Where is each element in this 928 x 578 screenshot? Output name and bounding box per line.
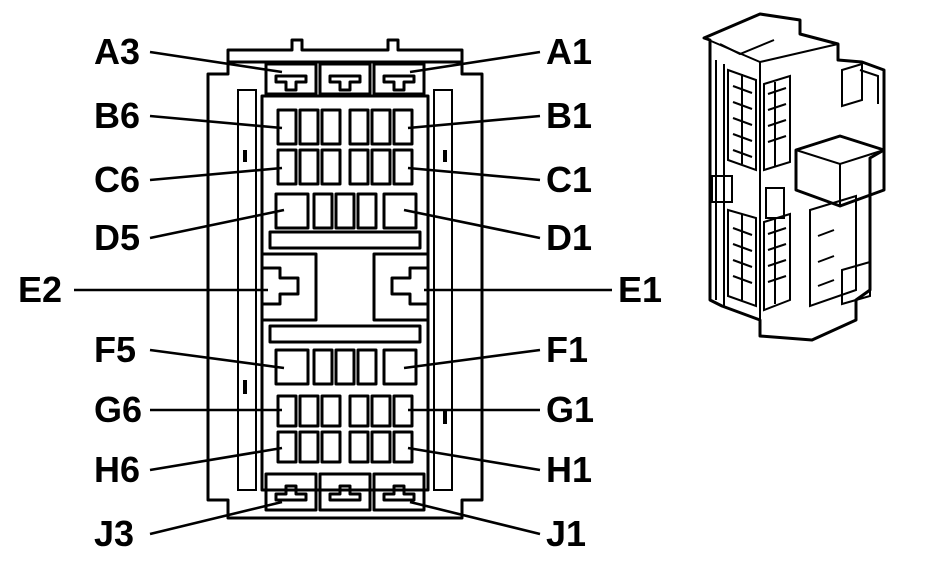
connector-isometric-view: [702, 12, 886, 342]
lower-pin-grid: [727, 208, 791, 312]
label-b6: B6: [94, 95, 140, 136]
label-e1: E1: [618, 269, 662, 310]
row-h-terminals: [276, 430, 414, 464]
label-h1: H1: [546, 449, 592, 490]
pin-labels: A3 A1 B6 B1 C6 C1 D5 D1 E2 E1 F5 F1 G6 G…: [18, 31, 662, 554]
row-f-terminals: [274, 348, 418, 386]
right-rail-slot: [443, 150, 447, 162]
label-c6: C6: [94, 159, 140, 200]
upper-pin-grid: [727, 68, 791, 172]
right-rail-slot: [443, 410, 447, 424]
label-j3: J3: [94, 513, 134, 554]
latch-block: [711, 134, 886, 219]
left-rail-slot: [243, 150, 247, 162]
label-f1: F1: [546, 329, 588, 370]
label-d5: D5: [94, 217, 140, 258]
label-b1: B1: [546, 95, 592, 136]
row-g-terminals: [276, 394, 414, 428]
row-c-terminals: [276, 148, 414, 186]
row-j-terminals: [264, 472, 426, 512]
label-a1: A1: [546, 31, 592, 72]
row-a-terminals: [264, 62, 426, 96]
label-c1: C1: [546, 159, 592, 200]
label-e2: E2: [18, 269, 62, 310]
connector-face-view: [206, 38, 484, 520]
leader-lines: [74, 50, 612, 536]
label-f5: F5: [94, 329, 136, 370]
connector-outer-shell: [206, 38, 484, 520]
terminal-e1: [390, 266, 430, 306]
row-d-terminals: [274, 192, 418, 230]
label-g6: G6: [94, 389, 142, 430]
label-j1: J1: [546, 513, 586, 554]
label-d1: D1: [546, 217, 592, 258]
left-rail-slot: [243, 380, 247, 394]
label-h6: H6: [94, 449, 140, 490]
center-bay: [260, 230, 430, 344]
label-a3: A3: [94, 31, 140, 72]
terminal-e2: [260, 266, 300, 306]
row-b-terminals: [276, 108, 414, 146]
label-g1: G1: [546, 389, 594, 430]
